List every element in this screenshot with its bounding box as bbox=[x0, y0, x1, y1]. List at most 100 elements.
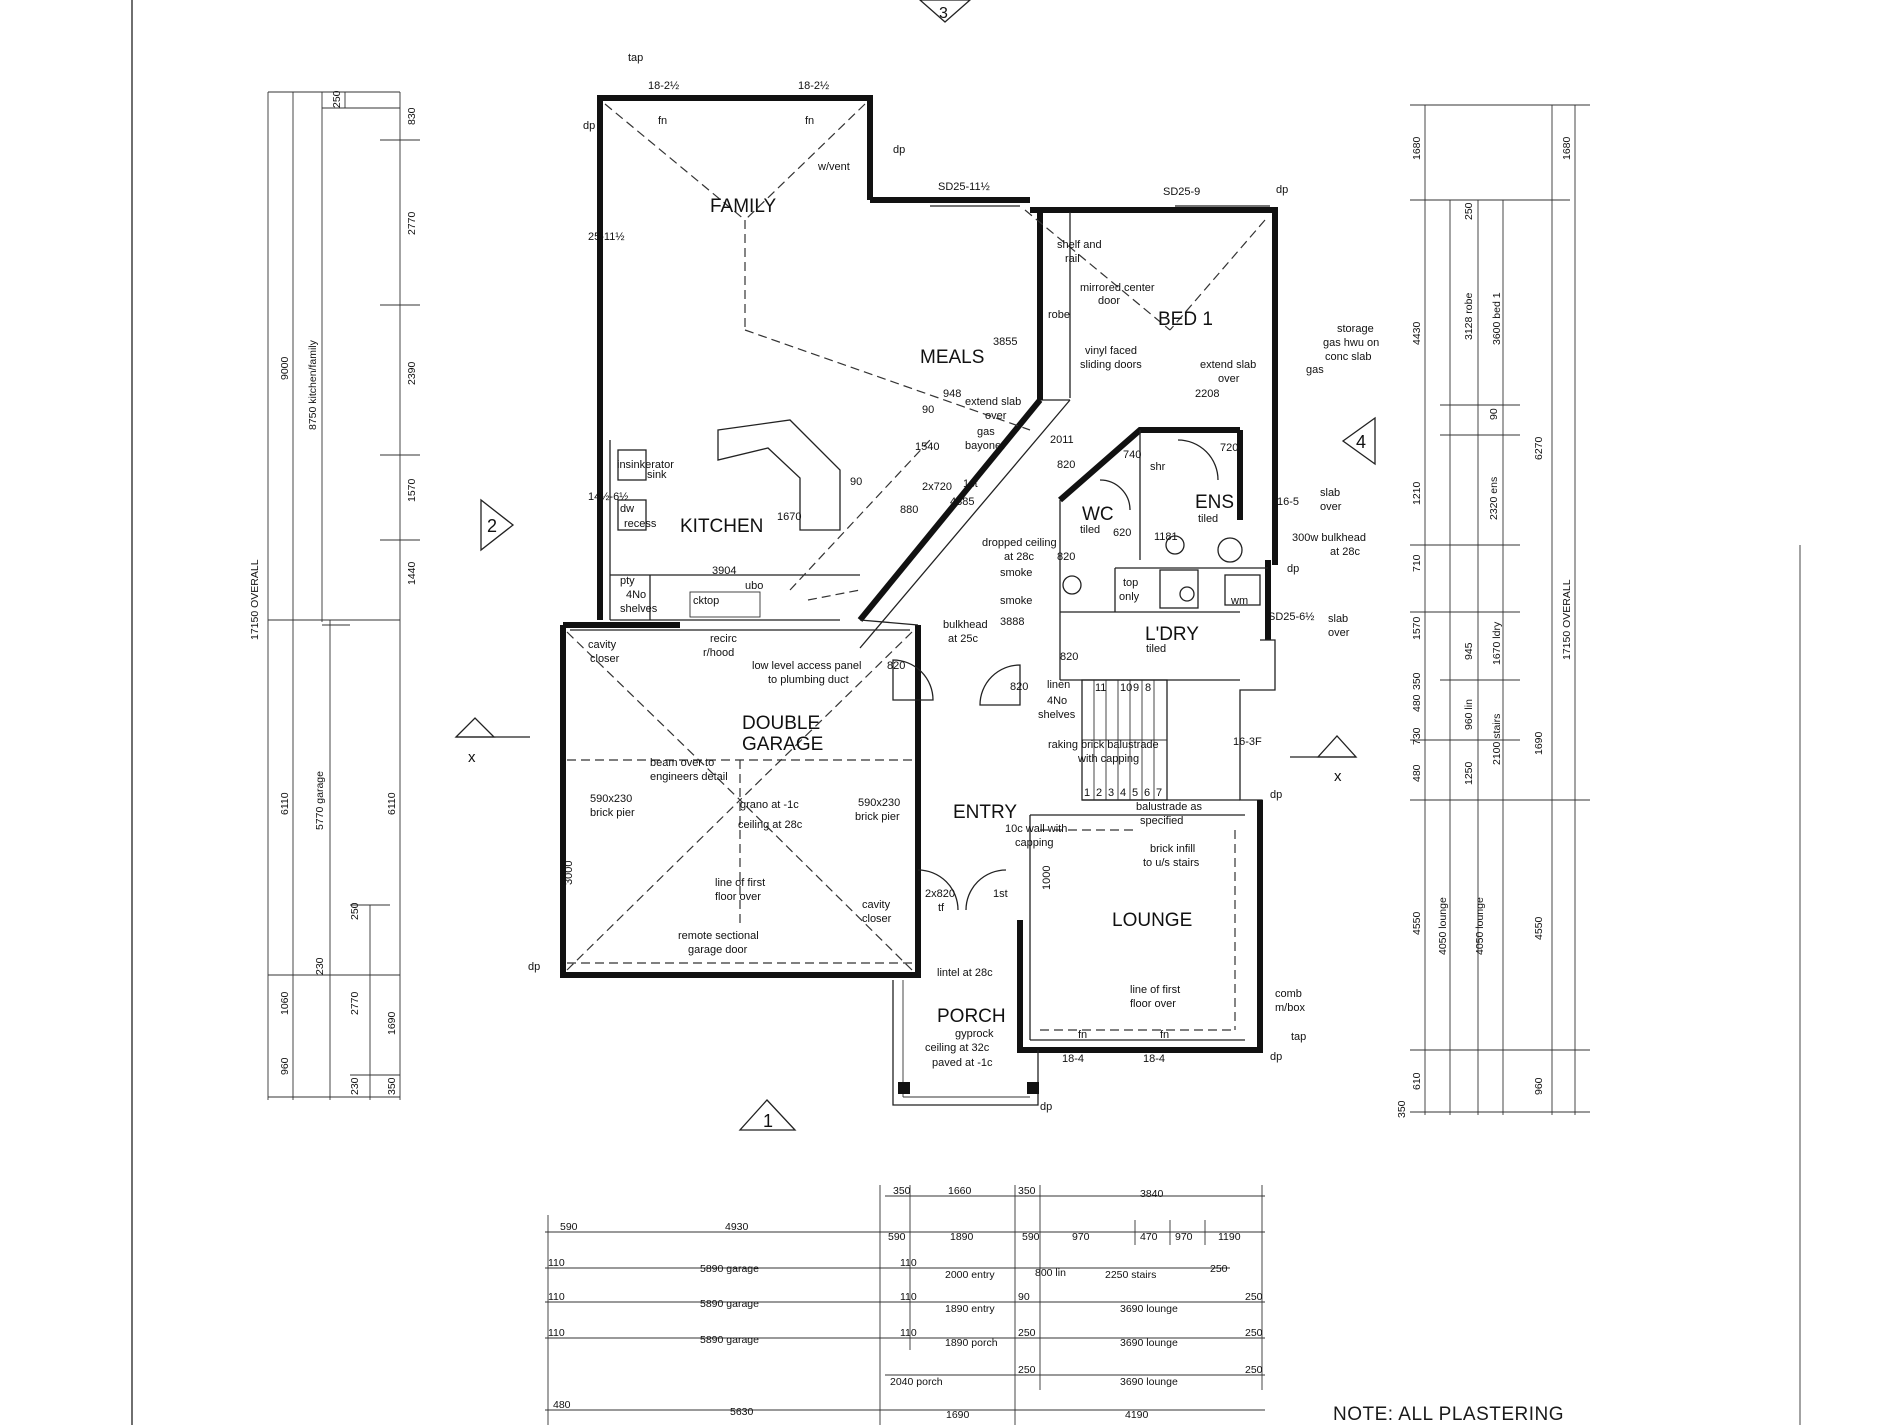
svg-text:remote sectional: remote sectional bbox=[678, 930, 759, 942]
svg-text:3840: 3840 bbox=[1140, 1188, 1164, 1200]
svg-text:10c wall with: 10c wall with bbox=[1005, 823, 1067, 835]
svg-text:250: 250 bbox=[331, 90, 343, 108]
svg-text:5890 garage: 5890 garage bbox=[700, 1263, 759, 1275]
svg-text:4430: 4430 bbox=[1411, 321, 1423, 345]
ceiling-lines bbox=[566, 103, 1266, 1031]
svg-text:350: 350 bbox=[1018, 1185, 1036, 1197]
svg-text:line of first: line of first bbox=[715, 877, 765, 889]
svg-text:2770: 2770 bbox=[406, 211, 418, 235]
svg-text:recess: recess bbox=[624, 518, 657, 530]
svg-text:tiled: tiled bbox=[1080, 524, 1100, 536]
svg-text:tap: tap bbox=[628, 52, 643, 64]
svg-text:balustrade as: balustrade as bbox=[1136, 801, 1203, 813]
svg-text:1890: 1890 bbox=[950, 1231, 974, 1243]
svg-text:1: 1 bbox=[763, 1111, 773, 1131]
svg-text:960: 960 bbox=[279, 1057, 291, 1075]
svg-text:14½-6½: 14½-6½ bbox=[588, 491, 628, 503]
svg-text:1680: 1680 bbox=[1561, 136, 1573, 160]
svg-text:730: 730 bbox=[1411, 727, 1423, 745]
svg-text:3600 bed 1: 3600 bed 1 bbox=[1491, 292, 1503, 345]
svg-text:recirc: recirc bbox=[710, 633, 737, 645]
svg-text:engineers detail: engineers detail bbox=[650, 771, 728, 783]
svg-text:brick infill: brick infill bbox=[1150, 843, 1195, 855]
svg-text:1570: 1570 bbox=[406, 478, 418, 502]
svg-text:90: 90 bbox=[922, 404, 934, 416]
svg-text:over: over bbox=[1328, 627, 1350, 639]
svg-text:4050 lounge: 4050 lounge bbox=[1474, 897, 1486, 955]
svg-text:250: 250 bbox=[1463, 202, 1475, 220]
section-marker-1: 1 bbox=[738, 1099, 797, 1131]
svg-text:970: 970 bbox=[1175, 1231, 1193, 1243]
svg-text:4550: 4550 bbox=[1533, 916, 1545, 940]
svg-text:1690: 1690 bbox=[1533, 731, 1545, 755]
svg-text:18-4: 18-4 bbox=[1143, 1053, 1165, 1065]
svg-text:110: 110 bbox=[900, 1257, 917, 1269]
svg-text:610: 610 bbox=[1411, 1072, 1423, 1090]
svg-text:4: 4 bbox=[1356, 432, 1366, 452]
svg-text:1540: 1540 bbox=[915, 441, 939, 453]
svg-text:3855: 3855 bbox=[993, 336, 1017, 348]
svg-text:720: 720 bbox=[1220, 442, 1238, 454]
svg-text:1st: 1st bbox=[963, 478, 978, 490]
svg-text:capping: capping bbox=[1015, 837, 1054, 849]
svg-text:smoke: smoke bbox=[1000, 595, 1032, 607]
svg-text:low level access panel: low level access panel bbox=[752, 660, 861, 672]
svg-text:specified: specified bbox=[1140, 815, 1183, 827]
room-label-meals: MEALS bbox=[920, 347, 984, 368]
svg-text:SD25-9: SD25-9 bbox=[1163, 186, 1200, 198]
svg-text:820: 820 bbox=[1010, 681, 1028, 693]
svg-text:710: 710 bbox=[1411, 554, 1423, 572]
svg-text:extend slab: extend slab bbox=[965, 396, 1021, 408]
svg-text:ceiling at 28c: ceiling at 28c bbox=[738, 819, 803, 831]
svg-text:cktop: cktop bbox=[693, 595, 719, 607]
svg-text:820: 820 bbox=[1057, 459, 1075, 471]
svg-text:tf: tf bbox=[938, 902, 945, 914]
svg-text:350: 350 bbox=[386, 1077, 398, 1095]
svg-text:at 25c: at 25c bbox=[948, 633, 978, 645]
svg-text:gas: gas bbox=[977, 426, 995, 438]
svg-text:820: 820 bbox=[887, 660, 905, 672]
svg-text:10: 10 bbox=[1120, 682, 1132, 694]
svg-text:960: 960 bbox=[1533, 1077, 1545, 1095]
section-marker-3: 3 bbox=[919, 0, 971, 23]
svg-text:590x230: 590x230 bbox=[590, 793, 632, 805]
svg-text:fn: fn bbox=[805, 115, 814, 127]
svg-text:2320 ens: 2320 ens bbox=[1488, 477, 1500, 520]
svg-text:fn: fn bbox=[658, 115, 667, 127]
svg-text:1060: 1060 bbox=[279, 991, 291, 1015]
section-marker-x-left: x bbox=[454, 717, 530, 766]
svg-text:1680: 1680 bbox=[1411, 136, 1423, 160]
svg-text:880: 880 bbox=[900, 504, 918, 516]
svg-text:590: 590 bbox=[560, 1221, 578, 1233]
svg-text:line of first: line of first bbox=[1130, 984, 1180, 996]
svg-text:2208: 2208 bbox=[1195, 388, 1219, 400]
section-marker-4: 4 bbox=[1341, 416, 1376, 466]
svg-text:sliding doors: sliding doors bbox=[1080, 359, 1142, 371]
room-label-bed1: BED 1 bbox=[1158, 309, 1213, 330]
svg-text:948: 948 bbox=[943, 388, 961, 400]
svg-text:brick pier: brick pier bbox=[855, 811, 900, 823]
svg-text:960 lin: 960 lin bbox=[1463, 699, 1475, 730]
svg-text:4385: 4385 bbox=[950, 496, 974, 508]
svg-text:2: 2 bbox=[487, 516, 497, 536]
svg-text:comb: comb bbox=[1275, 988, 1302, 1000]
svg-text:16-3F: 16-3F bbox=[1233, 736, 1262, 748]
svg-text:250: 250 bbox=[1245, 1364, 1263, 1376]
svg-text:only: only bbox=[1119, 591, 1140, 603]
svg-text:90: 90 bbox=[1488, 408, 1500, 420]
room-label-lounge: LOUNGE bbox=[1112, 910, 1192, 931]
door-swings bbox=[892, 439, 1261, 911]
svg-text:m/box: m/box bbox=[1275, 1002, 1305, 1014]
svg-text:230: 230 bbox=[314, 957, 326, 975]
svg-text:dropped ceiling: dropped ceiling bbox=[982, 537, 1057, 549]
svg-text:970: 970 bbox=[1072, 1231, 1090, 1243]
svg-text:dp: dp bbox=[1040, 1101, 1052, 1113]
svg-text:5770 garage: 5770 garage bbox=[314, 771, 326, 830]
svg-text:floor over: floor over bbox=[715, 891, 761, 903]
svg-text:8: 8 bbox=[1145, 682, 1151, 694]
svg-text:6: 6 bbox=[1144, 787, 1150, 799]
svg-text:tap: tap bbox=[1291, 1031, 1306, 1043]
svg-text:6110: 6110 bbox=[279, 792, 291, 815]
svg-text:4: 4 bbox=[1120, 787, 1126, 799]
